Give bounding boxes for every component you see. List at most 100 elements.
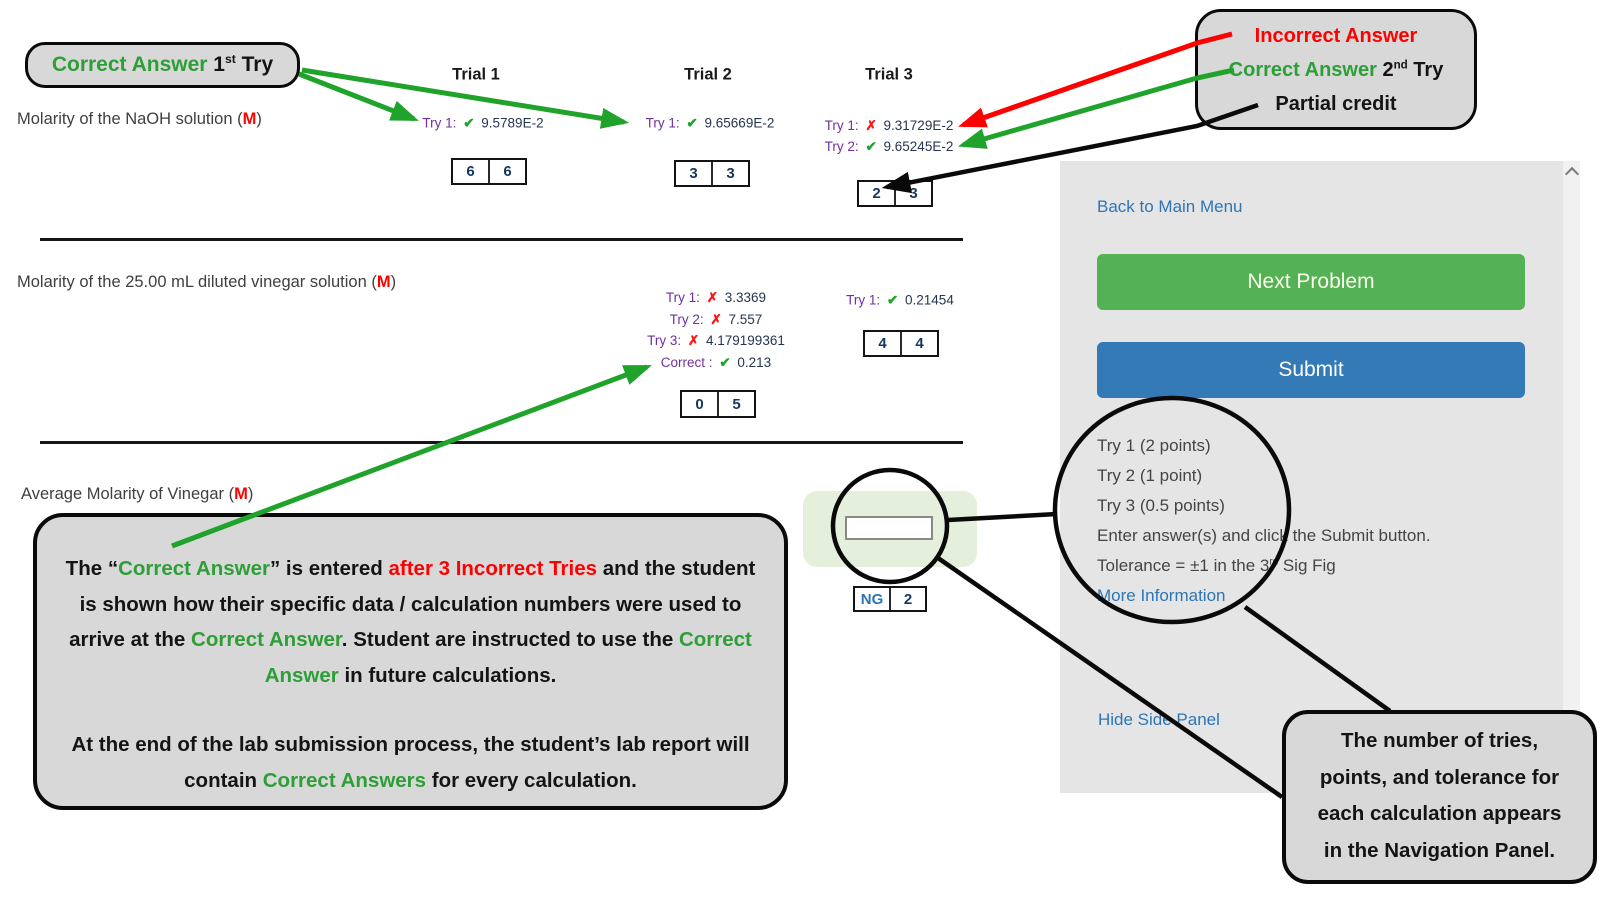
nav-note-line: in the Navigation Panel.: [1323, 838, 1556, 862]
section-divider: [40, 238, 963, 241]
tolerance-sup: rd: [1269, 556, 1279, 568]
check-icon: ✔: [463, 115, 475, 131]
try-value: 9.65245E-2: [883, 139, 954, 154]
try-label: Try 3:: [647, 333, 682, 348]
text-segment: for every calculation.: [426, 768, 637, 792]
partial-credit-label: Partial credit: [1275, 93, 1397, 115]
text-segment: in future calculations.: [338, 663, 557, 687]
try-label: Try 1:: [846, 292, 881, 308]
try1-points-line: Try 1 (2 points): [1097, 436, 1211, 455]
check-icon: ✔: [886, 292, 899, 308]
try-label: Try 1:: [645, 115, 680, 131]
row-label-average-molarity: Average Molarity of Vinegar (M): [21, 485, 253, 504]
row-label-diluted-vinegar-molarity: Molarity of the 25.00 mL diluted vinegar…: [17, 273, 396, 292]
back-to-main-menu-link[interactable]: Back to Main Menu: [1097, 197, 1243, 216]
text-segment: At the end of the lab submission process…: [71, 733, 750, 792]
callout-navigation-note: The number of tries, points, and toleran…: [1282, 710, 1597, 884]
nav-note-line: points, and tolerance for: [1319, 765, 1560, 789]
try-value: 9.5789E-2: [481, 115, 544, 131]
text-segment: Correct Answers: [262, 768, 427, 792]
try-line: Try 1: ✔ 9.5789E-2: [422, 113, 543, 134]
callout-correct-first-try: Correct Answer 1st Try: [25, 42, 300, 88]
try2-points-line: Try 2 (1 point): [1097, 466, 1203, 485]
try-label: Try 1:: [665, 290, 700, 305]
next-problem-button[interactable]: Next Problem: [1097, 254, 1525, 310]
problem-info-block: Try 1 (2 points) Try 2 (1 point) Try 3 (…: [1097, 431, 1431, 611]
x-icon: ✗: [865, 118, 877, 133]
score-earned: 3: [689, 165, 698, 182]
score-possible: 3: [711, 162, 748, 185]
try-value: 9.31729E-2: [883, 118, 954, 133]
try-line: Try 1: ✗ 9.31729E-2: [825, 115, 954, 136]
row-label-text: Molarity of the NaOH solution (: [17, 110, 243, 128]
try3-points-line: Try 3 (0.5 points): [1097, 496, 1225, 515]
text-segment: Correct Answer: [191, 628, 342, 651]
x-icon: ✗: [687, 333, 700, 348]
submit-button[interactable]: Submit: [1097, 342, 1525, 398]
correct-value: 0.213: [737, 354, 772, 370]
correct-answer-text: Correct Answer: [51, 53, 208, 76]
try-value: 0.21454: [905, 292, 954, 308]
panel-scrollbar[interactable]: [1563, 161, 1580, 793]
naoh-trial2-tries: Try 1: ✔ 9.65669E-2: [646, 113, 775, 134]
try-label: Try 2:: [669, 311, 704, 327]
text-segment: Correct Answer: [264, 628, 752, 687]
score-box-diluted-trial2: 0 5: [680, 390, 756, 418]
trial-2-header: Trial 2: [684, 65, 732, 84]
submit-instruction-line: Enter answer(s) and click the Submit but…: [1097, 526, 1431, 545]
unit-m: M: [234, 485, 248, 503]
score-box-naoh-trial3: 2 3: [857, 180, 933, 207]
scroll-up-icon[interactable]: [1564, 166, 1580, 182]
try-value: 4.179199361: [706, 333, 785, 348]
tolerance-line: Tolerance = ±1 in the 3rd Sig Fig: [1097, 551, 1431, 581]
row-label-close: ): [256, 110, 262, 128]
try-value: 3.3369: [724, 290, 767, 305]
text-segment: . Student are instructed to use the: [341, 628, 679, 651]
score-earned: 4: [878, 335, 887, 352]
score-possible: 3: [894, 182, 931, 205]
trial-1-header: Trial 1: [452, 65, 500, 84]
unit-m: M: [242, 110, 257, 128]
try-value: 9.65669E-2: [704, 115, 775, 131]
try-line: Try 1: ✔ 9.65669E-2: [646, 113, 775, 134]
nav-note-line: The number of tries,: [1340, 729, 1539, 752]
try-value: 7.557: [728, 311, 763, 327]
text-segment: Correct Answer: [118, 557, 270, 580]
row-label-close: ): [390, 273, 397, 291]
more-information-link[interactable]: More Information: [1097, 586, 1226, 605]
explanation-paragraph-1: The “Correct Answer” is entered after 3 …: [58, 551, 764, 693]
green-arrow-second-try: [957, 67, 1235, 149]
explanation-paragraph-2: At the end of the lab submission process…: [58, 727, 764, 798]
callout-marks-legend: Incorrect Answer Correct Answer 2nd Try …: [1195, 9, 1477, 130]
unit-m: M: [376, 273, 391, 291]
score-earned: 2: [872, 185, 881, 202]
text-segment: The “: [65, 557, 119, 580]
row-label-naoh-molarity: Molarity of the NaOH solution (M): [17, 110, 262, 129]
row-label-text: Molarity of the 25.00 mL diluted vinegar…: [17, 273, 377, 291]
row-label-close: ): [247, 485, 254, 503]
score-earned: 0: [695, 395, 704, 413]
navigation-panel: Back to Main Menu Next Problem Submit Tr…: [1060, 161, 1563, 793]
text-segment: after 3 Incorrect Tries: [388, 557, 597, 580]
check-icon: ✔: [865, 139, 877, 154]
try-line: Try 2: ✔ 9.65245E-2: [825, 136, 954, 157]
x-icon: ✗: [706, 290, 719, 305]
trial-3-header: Trial 3: [865, 65, 913, 84]
tolerance-text-end: Sig Fig: [1278, 556, 1336, 575]
hide-side-panel-link[interactable]: Hide Side Panel: [1098, 710, 1220, 729]
try-line: Try 1: ✔ 0.21454: [846, 290, 954, 311]
try-label: Try 1:: [824, 118, 859, 133]
row-label-text: Average Molarity of Vinegar (: [21, 485, 235, 503]
correct-second-try-label: Correct Answer 2nd Try: [1228, 58, 1444, 81]
average-molarity-input[interactable]: [845, 516, 933, 540]
score-possible: 5: [717, 392, 754, 416]
try-line: Try 3: ✗ 4.179199361: [647, 330, 785, 352]
naoh-trial1-tries: Try 1: ✔ 9.5789E-2: [422, 113, 543, 134]
callout-correct-first-try-text: Correct Answer 1st Try: [28, 45, 297, 85]
text-segment: and the student is shown how their speci…: [69, 557, 756, 651]
score-possible: 2: [889, 588, 925, 610]
diluted-trial2-tries: Try 1: ✗ 3.3369 Try 2: ✗ 7.557 Try 3: ✗ …: [647, 287, 785, 373]
score-not-graded: NG: [860, 590, 884, 608]
try-line: Try 1: ✗ 3.3369: [647, 287, 785, 309]
